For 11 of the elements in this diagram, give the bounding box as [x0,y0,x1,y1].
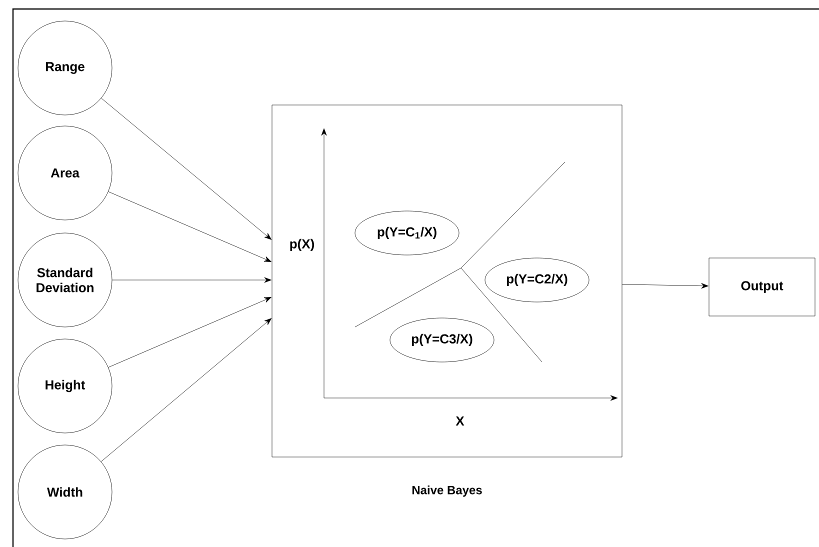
arrow [108,191,272,262]
node-label: Naive Bayes [412,486,482,497]
arrow [622,283,708,289]
arrow [100,318,272,462]
axis-label: X [456,416,464,426]
arrow [112,277,272,283]
arrow [101,98,272,240]
process-box [272,104,622,458]
axis-label: p(X) [290,238,314,252]
process-box: Output [708,258,816,316]
arrow [108,297,272,368]
